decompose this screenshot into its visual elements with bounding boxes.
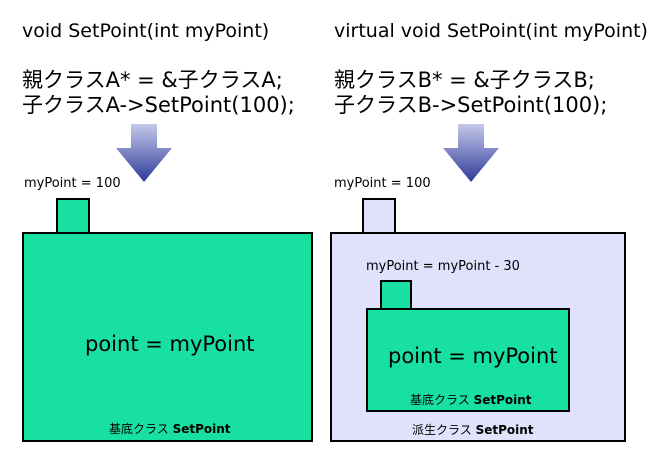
right-inner-param-box xyxy=(380,280,412,310)
left-param-label: myPoint = 100 xyxy=(24,176,121,191)
right-code-line-1: 親クラスB* = &子クラスB; xyxy=(334,68,595,92)
left-code-line-1: 親クラスA* = &子クラスA; xyxy=(22,68,283,92)
right-down-arrow-icon xyxy=(443,124,499,182)
right-inner-param-label: myPoint = myPoint - 30 xyxy=(366,259,520,274)
right-inner-body-text: point = myPoint xyxy=(388,344,558,368)
left-signature: void SetPoint(int myPoint) xyxy=(22,20,270,42)
right-inner-caption: 基底クラス SetPoint xyxy=(410,393,532,407)
left-body-text: point = myPoint xyxy=(85,332,255,356)
right-param-label: myPoint = 100 xyxy=(334,176,431,191)
left-base-setpoint-box xyxy=(22,232,313,442)
right-signature: virtual void SetPoint(int myPoint) xyxy=(334,20,648,42)
right-code-line-2: 子クラスB->SetPoint(100); xyxy=(334,93,608,117)
right-outer-caption: 派生クラス SetPoint xyxy=(412,423,534,437)
left-code-line-2: 子クラスA->SetPoint(100); xyxy=(22,93,295,117)
left-down-arrow-icon xyxy=(116,124,172,182)
right-inner-base-setpoint-box xyxy=(366,308,570,412)
left-param-box xyxy=(56,198,90,234)
left-caption: 基底クラス SetPoint xyxy=(109,422,231,436)
right-param-box xyxy=(362,198,396,234)
